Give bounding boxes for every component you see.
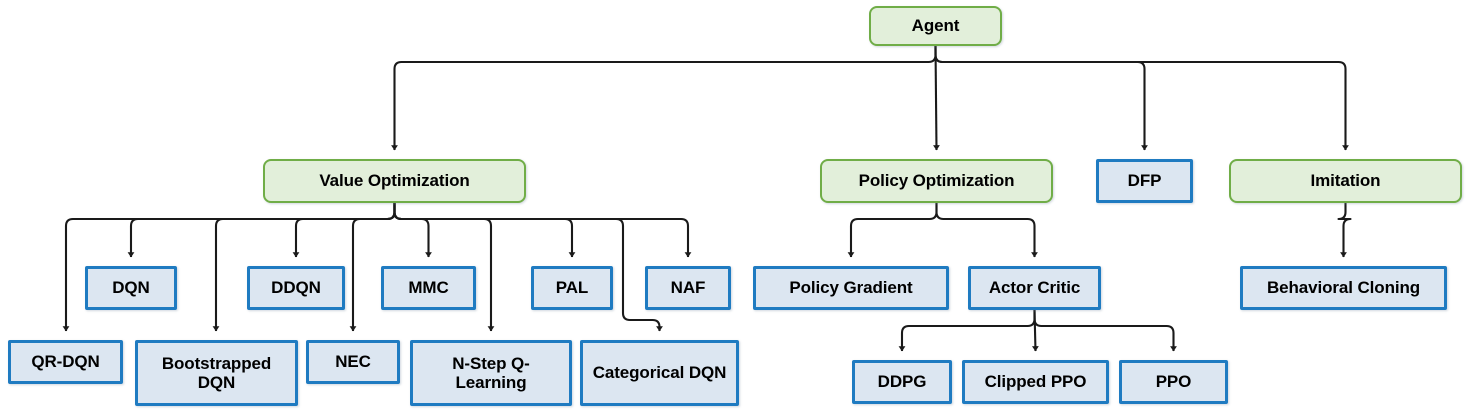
node-pal[interactable]: PAL — [531, 266, 613, 310]
node-n_step_q_learning[interactable]: N-Step Q-Learning — [410, 340, 572, 406]
node-label-qr_dqn: QR-DQN — [31, 352, 100, 372]
node-ddpg[interactable]: DDPG — [852, 360, 952, 404]
connector-agent-to-policy_optimization — [933, 45, 940, 151]
node-nec[interactable]: NEC — [306, 340, 400, 384]
node-label-ppo: PPO — [1155, 372, 1192, 392]
node-imitation[interactable]: Imitation — [1229, 159, 1462, 203]
node-label-pal: PAL — [555, 278, 589, 298]
node-naf[interactable]: NAF — [645, 266, 731, 310]
node-label-naf: NAF — [670, 278, 706, 298]
connector-policy_optimization-to-policy_gradient — [847, 203, 938, 258]
connector-agent-to-value_optimization — [391, 46, 937, 151]
connector-imitation-to-behavioral_cloning — [1337, 203, 1352, 258]
connector-value_optimization-to-pal — [393, 203, 576, 258]
node-label-policy_optimization: Policy Optimization — [858, 171, 1015, 191]
node-label-n_step_q_learning: N-Step Q-Learning — [452, 353, 530, 392]
node-value_optimization[interactable]: Value Optimization — [263, 159, 526, 203]
node-bootstrapped_dqn[interactable]: Bootstrapped DQN — [135, 340, 298, 406]
node-label-actor_critic: Actor Critic — [988, 278, 1081, 298]
node-ddqn[interactable]: DDQN — [247, 266, 345, 310]
connector-policy_optimization-to-actor_critic — [935, 203, 1038, 258]
connector-actor_critic-to-ppo — [1033, 310, 1177, 352]
node-label-value_optimization: Value Optimization — [319, 171, 470, 191]
node-label-clipped_ppo: Clipped PPO — [984, 372, 1087, 392]
node-dfp[interactable]: DFP — [1096, 159, 1193, 203]
node-label-ddqn: DDQN — [271, 278, 321, 298]
node-ppo[interactable]: PPO — [1119, 360, 1228, 404]
node-label-behavioral_cloning: Behavioral Cloning — [1266, 278, 1421, 298]
connector-value_optimization-to-dqn — [127, 203, 396, 258]
node-label-agent: Agent — [911, 16, 960, 36]
connector-value_optimization-to-naf — [393, 203, 692, 258]
connector-actor_critic-to-ddpg — [898, 310, 1036, 352]
node-policy_gradient[interactable]: Policy Gradient — [753, 266, 949, 310]
node-label-imitation: Imitation — [1310, 171, 1381, 191]
node-agent[interactable]: Agent — [869, 6, 1002, 46]
node-categorical_dqn[interactable]: Categorical DQN — [580, 340, 739, 406]
node-label-ddpg: DDPG — [877, 372, 927, 392]
node-label-dfp: DFP — [1127, 171, 1162, 191]
node-qr_dqn[interactable]: QR-DQN — [8, 340, 123, 384]
connector-value_optimization-to-ddqn — [292, 203, 396, 258]
node-label-bootstrapped_dqn: Bootstrapped DQN — [161, 353, 272, 392]
node-label-mmc: MMC — [408, 278, 449, 298]
connector-agent-to-dfp — [934, 46, 1148, 151]
connector-agent-to-imitation — [934, 46, 1349, 151]
node-policy_optimization[interactable]: Policy Optimization — [820, 159, 1053, 203]
node-label-categorical_dqn: Categorical DQN — [592, 363, 727, 383]
node-behavioral_cloning[interactable]: Behavioral Cloning — [1240, 266, 1447, 310]
node-label-nec: NEC — [335, 352, 371, 372]
node-mmc[interactable]: MMC — [381, 266, 476, 310]
node-dqn[interactable]: DQN — [85, 266, 177, 310]
connector-value_optimization-to-mmc — [393, 203, 432, 258]
node-label-policy_gradient: Policy Gradient — [789, 278, 913, 298]
node-clipped_ppo[interactable]: Clipped PPO — [962, 360, 1109, 404]
node-actor_critic[interactable]: Actor Critic — [968, 266, 1101, 310]
node-label-dqn: DQN — [112, 278, 150, 298]
connector-actor_critic-to-clipped_ppo — [1031, 309, 1039, 352]
